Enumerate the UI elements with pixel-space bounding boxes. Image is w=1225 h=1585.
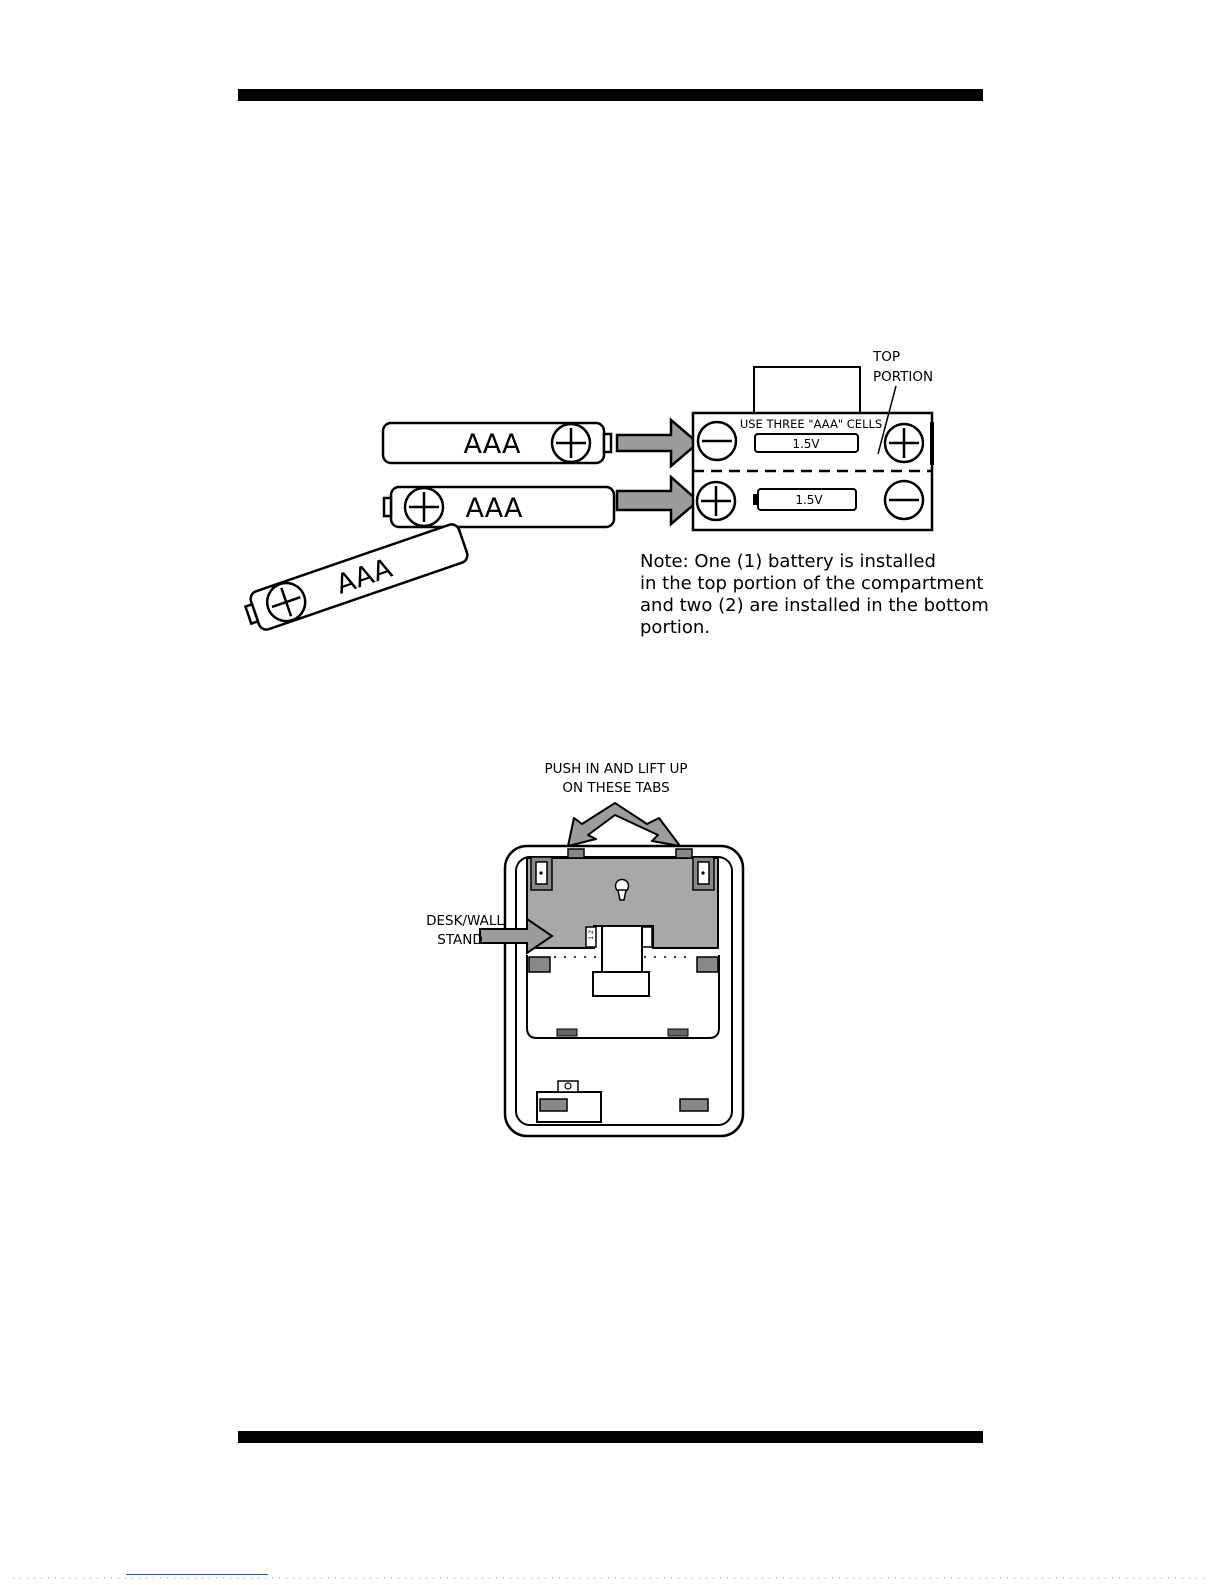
stand-label: DESK/WALL	[426, 913, 504, 929]
plus-terminal-icon	[697, 482, 735, 520]
note-line: and two (2) are installed in the bottom	[640, 595, 989, 616]
installation-note: Note: One (1) battery is installed in th…	[640, 551, 989, 638]
stand-label: STAND	[437, 932, 483, 948]
insert-arrow-top	[617, 420, 698, 466]
note-line: in the top portion of the compartment	[640, 573, 983, 594]
small-marking: 1 2	[588, 930, 595, 940]
push-tabs-arrow	[568, 803, 680, 846]
battery-aaa-1: AAA	[383, 423, 611, 463]
plus-terminal-icon	[552, 424, 590, 462]
battery-aaa-2: AAA	[384, 487, 614, 527]
insert-arrow-bottom	[617, 477, 698, 524]
note-line: portion.	[640, 617, 710, 638]
top-portion-label: TOP	[872, 349, 900, 365]
scan-link-underline	[126, 1574, 268, 1575]
note-line: Note: One (1) battery is installed	[640, 551, 936, 572]
voltage-label: 1.5V	[792, 437, 820, 451]
scan-artifact	[10, 1577, 1210, 1579]
tabs-label: PUSH IN AND LIFT UP	[544, 761, 687, 777]
plus-terminal-icon	[405, 488, 443, 526]
compartment-instruction: USE THREE "AAA" CELLS	[740, 417, 882, 431]
battery-label: AAA	[464, 429, 521, 460]
plus-terminal-icon	[885, 424, 923, 462]
battery-label: AAA	[466, 493, 523, 524]
minus-terminal-icon	[885, 481, 923, 519]
tabs-label: ON THESE TABS	[562, 780, 669, 796]
battery-figure: AAA AAA AAA USE THREE "AAA" CELLS	[242, 349, 989, 638]
battery-compartment: USE THREE "AAA" CELLS 1.5V 1.5V	[693, 367, 932, 530]
battery-aaa-3: AAA	[242, 522, 470, 634]
top-portion-label: PORTION	[873, 369, 933, 385]
voltage-label: 1.5V	[795, 493, 823, 507]
stand-figure: 1 2 PUSH IN AND LIFT UP ON THESE TABS DE…	[426, 761, 743, 1136]
minus-terminal-icon	[698, 422, 736, 460]
